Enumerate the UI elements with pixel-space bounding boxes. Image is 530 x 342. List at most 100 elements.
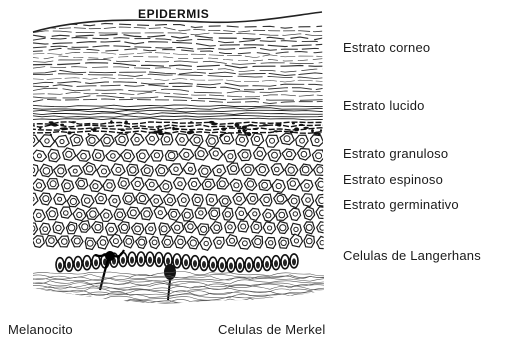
basal-nucleus bbox=[148, 257, 152, 264]
granule bbox=[222, 127, 227, 130]
keratinocyte-cell bbox=[182, 209, 194, 221]
keratinocyte-cell bbox=[68, 166, 82, 176]
figure-title: EPIDERMIS bbox=[138, 7, 209, 21]
keratinocyte-cell bbox=[123, 193, 136, 205]
keratinocyte-cell bbox=[206, 135, 219, 147]
cell-layers bbox=[25, 133, 329, 251]
basal-nucleus bbox=[220, 262, 224, 269]
granule bbox=[211, 123, 217, 125]
keratinocyte-cell bbox=[164, 194, 176, 206]
basal-nucleus bbox=[58, 262, 62, 269]
keratinocyte-cell bbox=[97, 165, 110, 177]
label-estrato-germinativo: Estrato germinativo bbox=[343, 197, 459, 212]
keratinocyte-cell bbox=[83, 163, 96, 175]
keratinocyte-cell bbox=[25, 134, 39, 146]
keratinocyte-cell bbox=[316, 194, 328, 206]
keratinocyte-cell bbox=[141, 208, 153, 220]
granule bbox=[125, 132, 129, 134]
granule bbox=[299, 124, 303, 126]
keratinocyte-cell bbox=[101, 134, 115, 146]
keratinocyte-cell bbox=[90, 180, 103, 192]
keratinocyte-cell bbox=[188, 178, 201, 190]
keratinocyte-cell bbox=[40, 223, 51, 234]
keratinocyte-cell bbox=[154, 207, 167, 219]
keratinocyte-cell bbox=[312, 150, 325, 162]
basal-nucleus bbox=[85, 260, 89, 267]
corneum-line bbox=[30, 31, 330, 36]
keratinocyte-cell bbox=[219, 196, 231, 207]
keratinocyte-cell bbox=[271, 164, 284, 176]
keratinocyte-cell bbox=[54, 165, 67, 177]
keratinocyte-cell bbox=[184, 221, 197, 232]
label-celulas-merkel: Celulas de Merkel bbox=[218, 322, 325, 337]
keratinocyte-cell bbox=[62, 180, 74, 192]
keratinocyte-cell bbox=[32, 236, 44, 248]
keratinocyte-cell bbox=[290, 234, 302, 247]
granule bbox=[274, 130, 278, 132]
keratinocyte-cell bbox=[200, 237, 212, 250]
basal-nucleus bbox=[202, 261, 206, 268]
basal-nucleus bbox=[67, 262, 71, 269]
keratinocyte-cell bbox=[175, 236, 187, 249]
keratinocyte-cell bbox=[287, 178, 300, 190]
granule bbox=[120, 129, 125, 131]
keratinocyte-cell bbox=[115, 134, 129, 146]
keratinocyte-cell bbox=[136, 150, 149, 163]
granule bbox=[242, 126, 247, 129]
label-estrato-lucido: Estrato lucido bbox=[343, 98, 425, 113]
keratinocyte-cell bbox=[95, 193, 107, 204]
granule bbox=[292, 122, 295, 124]
keratinocyte-cell bbox=[54, 194, 66, 205]
keratinocyte-cell bbox=[296, 135, 309, 147]
granule bbox=[238, 129, 241, 133]
keratinocyte-cell bbox=[238, 221, 249, 232]
keratinocyte-cell bbox=[81, 194, 94, 207]
keratinocyte-cell bbox=[303, 207, 314, 220]
keratinocyte-cell bbox=[198, 165, 211, 177]
keratinocyte-cell bbox=[254, 147, 267, 160]
keratinocyte-cell bbox=[131, 177, 144, 190]
keratinocyte-cell bbox=[79, 221, 90, 233]
keratinocyte-cell bbox=[53, 222, 64, 234]
granule bbox=[39, 126, 41, 129]
keratinocyte-cell bbox=[251, 133, 264, 145]
label-estrato-espinoso: Estrato espinoso bbox=[343, 172, 443, 187]
basal-nucleus bbox=[121, 257, 125, 264]
keratinocyte-cell bbox=[276, 209, 288, 220]
keratinocyte-cell bbox=[177, 193, 189, 206]
keratinocyte-cell bbox=[111, 164, 125, 176]
keratinocyte-cell bbox=[238, 238, 251, 249]
lucidum-line bbox=[30, 108, 330, 110]
keratinocyte-cell bbox=[114, 209, 126, 220]
keratinocyte-cell bbox=[233, 193, 246, 205]
keratinocyte-cell bbox=[168, 209, 180, 220]
keratinocyte-cell bbox=[26, 223, 37, 235]
keratinocyte-cell bbox=[280, 133, 294, 145]
basal-nucleus bbox=[211, 262, 215, 269]
basal-nucleus bbox=[229, 262, 233, 269]
dermis-fiber bbox=[30, 300, 350, 304]
basal-nucleus bbox=[193, 260, 197, 267]
dermis-fiber bbox=[30, 271, 350, 276]
keratinocyte-cell bbox=[244, 178, 256, 190]
keratinocyte-cell bbox=[213, 165, 226, 176]
keratinocyte-cell bbox=[317, 222, 329, 233]
keratinocyte-cell bbox=[40, 193, 52, 205]
keratinocyte-cell bbox=[198, 224, 210, 235]
keratinocyte-cell bbox=[285, 164, 298, 176]
keratinocyte-cell bbox=[300, 180, 313, 192]
granule bbox=[276, 123, 280, 126]
granule bbox=[189, 130, 194, 133]
basal-nucleus bbox=[157, 257, 161, 264]
keratinocyte-cell bbox=[227, 163, 239, 174]
basal-nucleus bbox=[94, 259, 98, 266]
keratinocyte-cell bbox=[145, 223, 156, 235]
keratinocyte-cell bbox=[238, 150, 251, 161]
granule bbox=[311, 129, 314, 132]
stratum-lucidum-layer bbox=[30, 105, 330, 120]
keratinocyte-cell bbox=[210, 222, 222, 234]
keratinocyte-cell bbox=[63, 148, 76, 160]
keratinocyte-cell bbox=[161, 133, 173, 144]
granule bbox=[71, 121, 76, 123]
